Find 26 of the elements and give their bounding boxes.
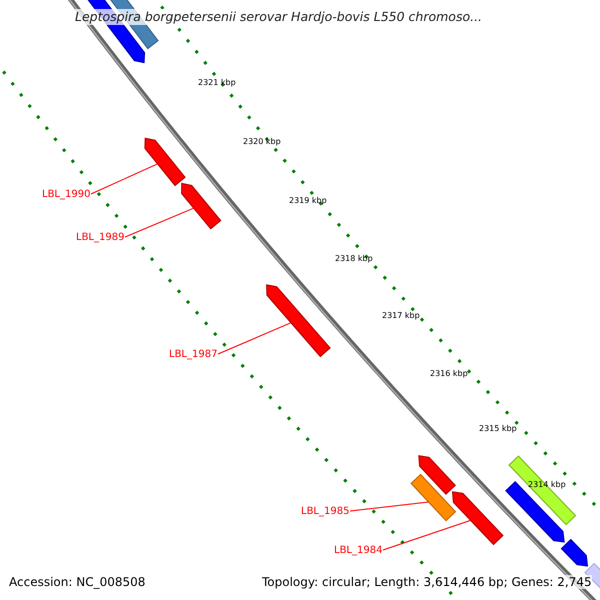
gene-arrow [452, 491, 504, 546]
gene-arrow [266, 284, 331, 358]
leader-line [350, 502, 429, 512]
gene-label: LBL_1984 [334, 545, 382, 557]
leader-line [218, 322, 292, 354]
scale-label: 2317 kbp [382, 311, 420, 321]
leader-line [90, 163, 158, 194]
scale-label: 2319 kbp [289, 196, 327, 206]
leader-line [124, 208, 194, 238]
info-text: Accession: NC_008508 [9, 575, 146, 589]
scale-label: 2318 kbp [335, 254, 373, 264]
gene-arrow [144, 138, 186, 186]
gene-label: LBL_1989 [76, 232, 124, 244]
gene-label: LBL_1990 [42, 189, 90, 201]
gene-arrow [410, 474, 456, 522]
gene-label: LBL_1987 [169, 349, 218, 361]
scale-label: 2315 kbp [479, 424, 517, 434]
scale-label: 2316 kbp [430, 369, 468, 379]
gene-label: LBL_1985 [301, 506, 350, 518]
info-text: Topology: circular; Length: 3,614,446 bp; Genes: 2,745 [262, 575, 592, 589]
leader-line [382, 520, 472, 550]
scale-label: 2314 kbp [528, 480, 566, 490]
title: Leptospira borgpetersenii serovar Hardjo-bovis L550 chromoso... [75, 9, 482, 25]
scale-label: 2320 kbp [243, 137, 281, 147]
gene-arrow [181, 182, 222, 230]
scale-label: 2321 kbp [198, 78, 236, 88]
